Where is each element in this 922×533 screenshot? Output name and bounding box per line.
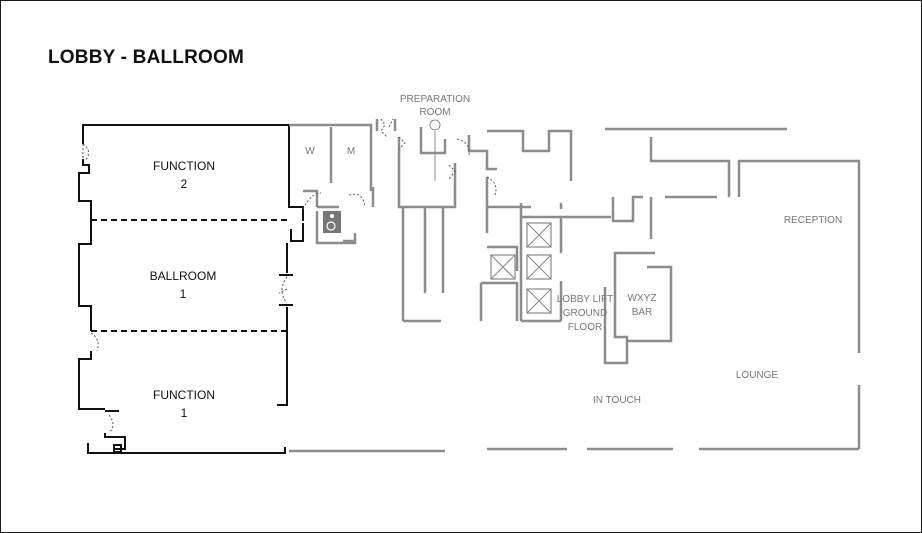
service-walls bbox=[289, 119, 497, 323]
lift-shaft bbox=[526, 288, 552, 314]
lobby-lift-label: FLOOR bbox=[568, 322, 602, 333]
ballroom-partitions bbox=[91, 219, 289, 332]
lift-shaft bbox=[526, 254, 552, 280]
room-number: 1 bbox=[180, 287, 187, 301]
room-label: FUNCTION bbox=[153, 159, 215, 173]
in-touch-label: IN TOUCH bbox=[593, 395, 641, 406]
lift-shaft bbox=[526, 222, 552, 248]
room-function-2: FUNCTION 2 bbox=[153, 159, 215, 191]
room-number: 1 bbox=[181, 406, 188, 420]
reception-label: RECEPTION bbox=[784, 215, 842, 226]
preparation-room-label: ROOM bbox=[419, 107, 450, 118]
lift-shaft bbox=[490, 254, 516, 280]
preparation-room-label: PREPARATION bbox=[400, 94, 470, 105]
ballroom-doors bbox=[82, 143, 288, 434]
bar-label: BAR bbox=[632, 307, 653, 318]
bar-label: WXYZ bbox=[628, 293, 657, 304]
lobby-lift-label: GROUND bbox=[563, 308, 607, 319]
lobby-walls bbox=[479, 129, 611, 323]
ballroom-walls bbox=[78, 124, 304, 454]
mens-restroom-label: M bbox=[347, 146, 355, 157]
room-function-1: FUNCTION 1 bbox=[153, 388, 215, 420]
lounge-walls bbox=[289, 127, 861, 453]
lounge-label: LOUNGE bbox=[736, 370, 779, 381]
room-number: 2 bbox=[181, 177, 188, 191]
lobby-doors bbox=[486, 176, 497, 196]
room-ballroom-1: BALLROOM 1 bbox=[150, 269, 217, 301]
room-label: FUNCTION bbox=[153, 388, 215, 402]
lobby-lift-label: LOBBY LIFT bbox=[557, 294, 614, 305]
page-title: LOBBY - BALLROOM bbox=[48, 47, 245, 68]
service-doors bbox=[302, 118, 470, 210]
womens-restroom-label: W bbox=[305, 146, 315, 157]
accessible-toilet-icon bbox=[323, 211, 341, 233]
lift-shafts bbox=[490, 222, 552, 314]
bar-walls bbox=[603, 195, 717, 365]
room-label: BALLROOM bbox=[150, 269, 217, 283]
